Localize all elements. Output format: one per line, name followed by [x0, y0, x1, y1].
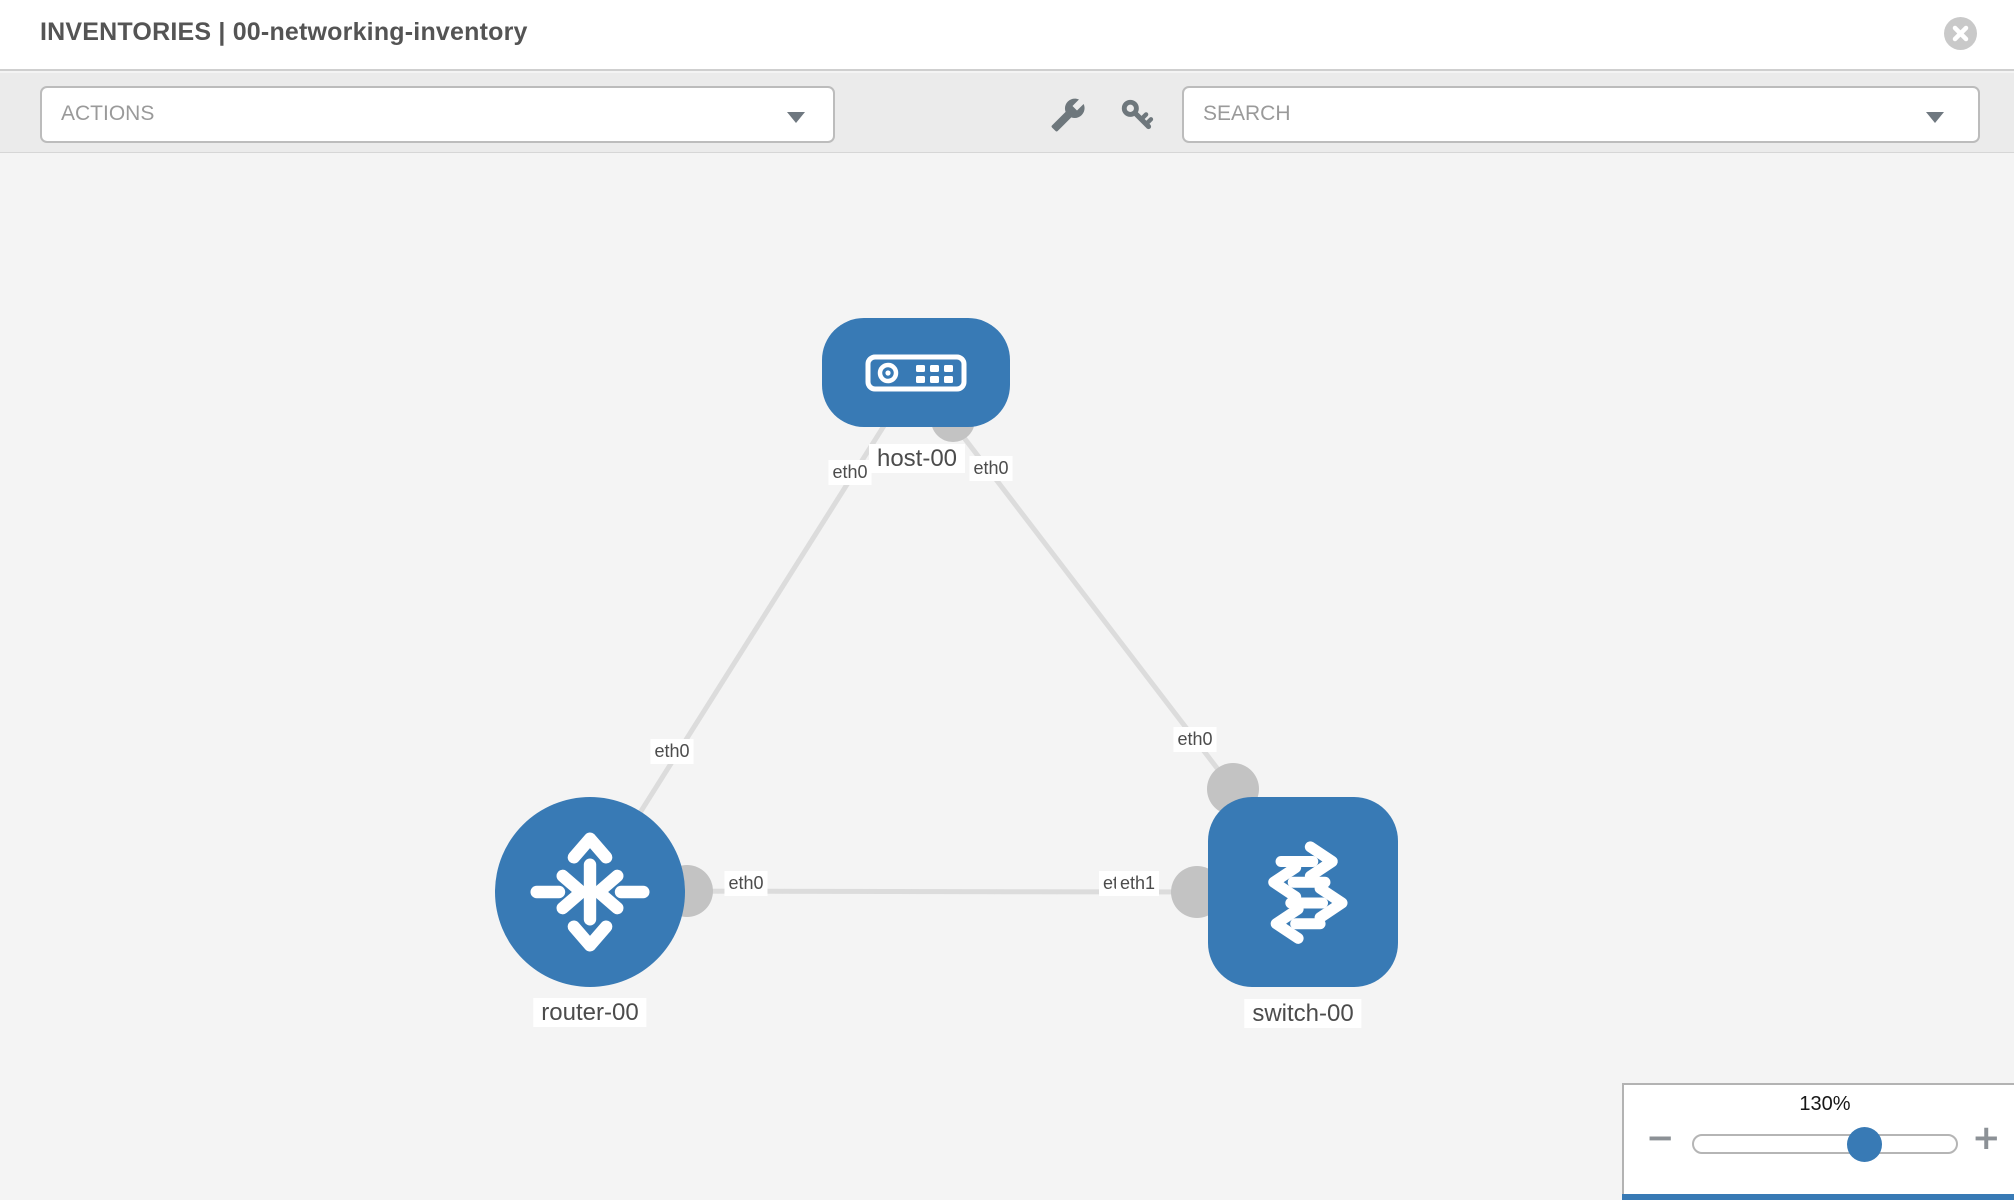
page-title: INVENTORIES | 00-networking-inventory: [40, 18, 528, 46]
zoom-control-panel: 130% − +: [1622, 1083, 2014, 1194]
zoom-slider-track[interactable]: [1692, 1134, 1958, 1154]
key-legend-button-peek[interactable]: [1622, 1194, 2014, 1200]
chevron-down-icon: [787, 112, 805, 123]
switch-icon: [1268, 841, 1348, 944]
actions-dropdown[interactable]: ACTIONS: [40, 86, 835, 143]
chevron-down-icon: [1926, 112, 1944, 123]
interface-label-switch-eth0: eth0: [1173, 727, 1217, 752]
key-icon: [1121, 99, 1154, 129]
zoom-slider-knob[interactable]: [1847, 1127, 1882, 1162]
search-dropdown[interactable]: SEARCH: [1182, 86, 1980, 143]
node-label-host-00: host-00: [868, 444, 966, 473]
zoom-level-value: 130%: [1799, 1093, 1851, 1115]
node-router-00[interactable]: [495, 797, 685, 987]
edge-host-switch[interactable]: [914, 373, 1235, 791]
toolbar: ACTIONS SEARCH: [0, 73, 2014, 153]
zoom-out-button[interactable]: −: [1646, 1118, 1675, 1158]
wrench-icon: [1051, 98, 1085, 132]
node-switch-00[interactable]: [1208, 797, 1398, 987]
configure-button[interactable]: [1049, 97, 1087, 135]
host-icon: [865, 354, 967, 391]
interface-label-router-eth0: eth0: [724, 871, 768, 896]
node-label-router-00: router-00: [533, 998, 647, 1027]
credentials-button[interactable]: [1118, 97, 1156, 135]
node-label-switch-00: switch-00: [1244, 999, 1362, 1028]
interface-label-router-eth0-uplink: eth0: [650, 739, 694, 764]
node-host-00[interactable]: [822, 318, 1010, 427]
router-icon: [530, 832, 650, 952]
search-dropdown-label: SEARCH: [1203, 102, 1291, 125]
close-icon: [1952, 25, 1969, 42]
interface-label-host-eth0-right: eth0: [969, 456, 1013, 481]
interface-label-switch-eth1: eth1: [1116, 871, 1160, 896]
actions-dropdown-label: ACTIONS: [61, 102, 155, 125]
close-button[interactable]: [1944, 17, 1977, 50]
title-bar: INVENTORIES | 00-networking-inventory: [0, 0, 2014, 71]
interface-label-host-eth0: eth0: [828, 460, 872, 485]
zoom-in-button[interactable]: +: [1972, 1118, 2001, 1158]
